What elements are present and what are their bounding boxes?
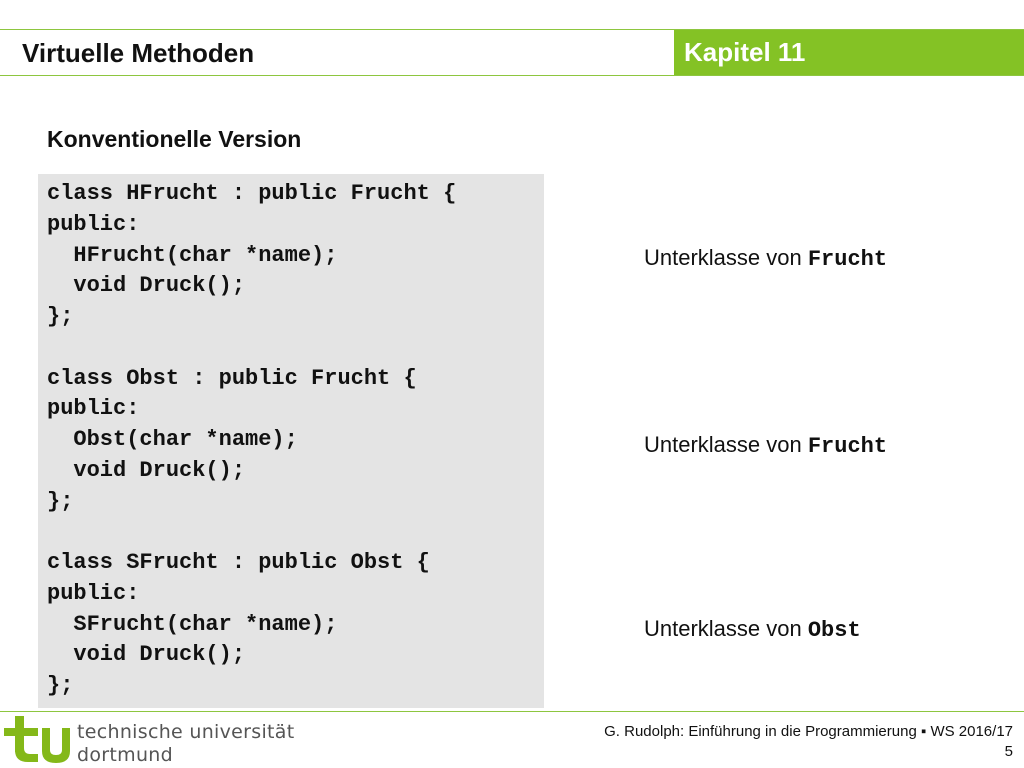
chapter-label: Kapitel 11 xyxy=(684,37,806,67)
code-line: public: xyxy=(47,211,140,237)
annotation-text: Unterklasse von xyxy=(644,616,808,641)
annotation-class-ref: Obst xyxy=(807,618,861,643)
annotation-class-ref: Frucht xyxy=(807,247,888,272)
code-line: class HFrucht : public Frucht { xyxy=(47,181,457,206)
university-name-line-2: dortmund xyxy=(77,744,173,766)
code-line: }; xyxy=(47,673,74,698)
section-heading: Konventionelle Version xyxy=(47,126,302,152)
footer-rule xyxy=(0,711,1024,712)
university-name-line-1: technische universität xyxy=(77,721,295,743)
code-line: HFrucht(char *name); xyxy=(47,242,338,268)
code-line: public: xyxy=(47,580,140,606)
header-top-rule xyxy=(0,29,1024,30)
code-line xyxy=(47,333,456,364)
code-block: class HFrucht : public Frucht { public: … xyxy=(38,174,544,708)
page-number: 5 xyxy=(1004,743,1013,760)
code-line xyxy=(47,517,456,548)
code-line: }; xyxy=(47,304,74,329)
tu-dortmund-logo-icon xyxy=(4,716,70,763)
annotation-text: Unterklasse von xyxy=(644,245,808,270)
chapter-badge: Kapitel 11 xyxy=(674,30,1024,75)
header-bottom-rule xyxy=(0,75,1024,76)
code-line: }; xyxy=(47,488,74,514)
code-line: class Obst : public Frucht { xyxy=(47,365,417,391)
slide-title: Virtuelle Methoden xyxy=(22,38,255,68)
code-line: Obst(char *name); xyxy=(47,427,298,452)
code-line: public: xyxy=(47,396,140,422)
code-line: void Druck(); xyxy=(47,642,246,668)
code-lines: class HFrucht : public Frucht { public: … xyxy=(47,179,456,702)
footer-credit: G. Rudolph: Einführung in die Programmie… xyxy=(604,723,1013,740)
annotation-hfrucht: Unterklasse von Frucht xyxy=(644,243,887,275)
university-name: technische universität dortmund xyxy=(77,721,295,767)
code-line: SFrucht(char *name); xyxy=(47,611,338,637)
annotation-sfrucht: Unterklasse von Obst xyxy=(644,614,861,646)
annotation-obst: Unterklasse von Frucht xyxy=(644,430,887,462)
annotation-text: Unterklasse von xyxy=(644,432,808,457)
code-line: void Druck(); xyxy=(47,273,246,299)
code-line: void Druck(); xyxy=(47,457,246,483)
annotation-class-ref: Frucht xyxy=(807,434,888,459)
code-line: class SFrucht : public Obst { xyxy=(47,550,430,575)
